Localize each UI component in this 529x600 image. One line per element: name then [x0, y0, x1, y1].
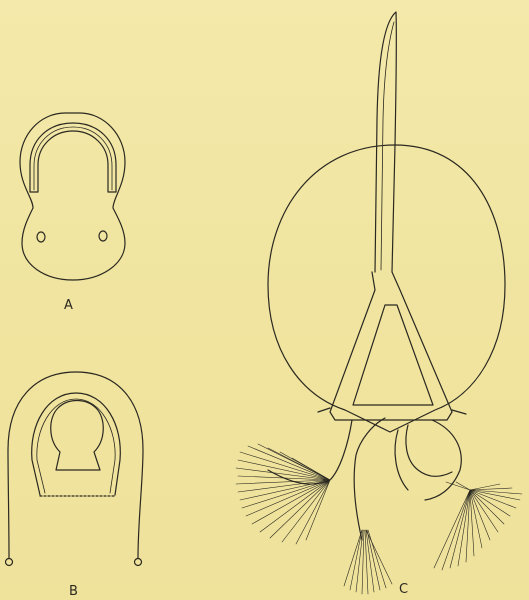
panel-a-arch-inner-line [34, 127, 112, 190]
panel-c-right-limb [425, 420, 461, 500]
panel-c-right-limb-loop [406, 425, 452, 476]
panel-c-right-fan [434, 482, 522, 570]
panel-a-arch [30, 123, 116, 192]
panel-a-label: A [64, 298, 73, 313]
panel-b-inner-cavity [51, 401, 104, 471]
panel-c-drawing [268, 12, 505, 540]
panel-c-left-limb-strand [354, 418, 385, 540]
panel-b-outer-outline [8, 372, 143, 558]
panel-c-rostrum-inner [381, 22, 394, 270]
panel-b-inner-chamber [32, 393, 121, 495]
panel-a-outline [20, 113, 125, 280]
panel-b-drawing [6, 372, 144, 566]
panel-b-right-knob [135, 559, 142, 566]
panel-c-bottom-fan [344, 530, 392, 594]
panel-c-left-fan [236, 444, 330, 544]
panel-b-label: B [69, 584, 78, 599]
panel-c-carapace [268, 145, 505, 432]
panel-a-drawing [20, 113, 125, 280]
panel-c-label: C [399, 582, 408, 597]
panel-b-inner-lining [37, 399, 115, 493]
panel-b-left-knob [6, 559, 13, 566]
panel-a-right-spot [99, 231, 107, 241]
panel-c-frame [330, 272, 452, 420]
panel-c-rostrum-spine [375, 12, 396, 272]
panel-a-left-spot [37, 232, 45, 242]
